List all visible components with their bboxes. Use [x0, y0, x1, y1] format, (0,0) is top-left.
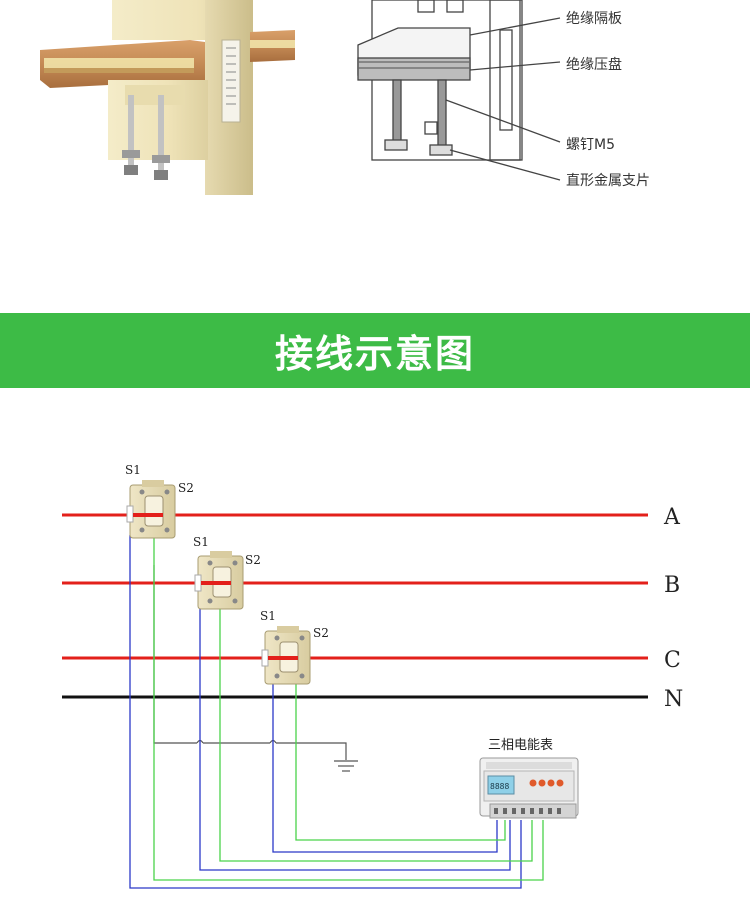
- callout-straight-metal-bracket: 直形金属支片: [566, 173, 650, 189]
- ct-c-s1-label: S1: [260, 609, 276, 623]
- phase-label-c: C: [664, 648, 681, 673]
- ct-product-photo: [40, 0, 295, 195]
- ct-unit-c: S1 S2: [260, 609, 329, 685]
- s2-wires: [153, 535, 544, 881]
- ct-unit-a: S1 S2: [125, 463, 194, 539]
- section-banner: 接线示意图: [0, 313, 750, 388]
- ct-b-s1-label: S1: [193, 535, 209, 549]
- meter-screen-text: 8888: [490, 782, 509, 791]
- ct-c-s2-label: S2: [313, 626, 329, 640]
- callout-insulation-pressure-plate: 绝缘压盘: [566, 57, 622, 73]
- s1-wires: [129, 535, 522, 889]
- callout-insulation-partition: 绝缘隔板: [566, 11, 622, 27]
- wiring-diagram: A B C N S1 S2: [62, 463, 683, 889]
- three-phase-meter: 三相电能表 8888: [479, 738, 579, 819]
- product-illustration-section: 绝缘隔板 绝缘压盘 螺钉M5 直形金属支片: [0, 0, 750, 310]
- meter-label: 三相电能表: [488, 738, 553, 753]
- callout-screw-m5: 螺钉M5: [566, 137, 615, 153]
- ct-a-s1-label: S1: [125, 463, 141, 477]
- ground-wire: [153, 565, 358, 772]
- banner-title: 接线示意图: [274, 332, 475, 376]
- ct-mounting-drawing: [357, 0, 561, 181]
- phase-label-b: B: [664, 573, 680, 598]
- phase-label-n: N: [664, 687, 683, 712]
- ct-unit-b: S1 S2: [193, 535, 261, 610]
- phase-label-a: A: [663, 505, 681, 530]
- ct-a-s2-label: S2: [178, 481, 194, 495]
- ct-b-s2-label: S2: [245, 553, 261, 567]
